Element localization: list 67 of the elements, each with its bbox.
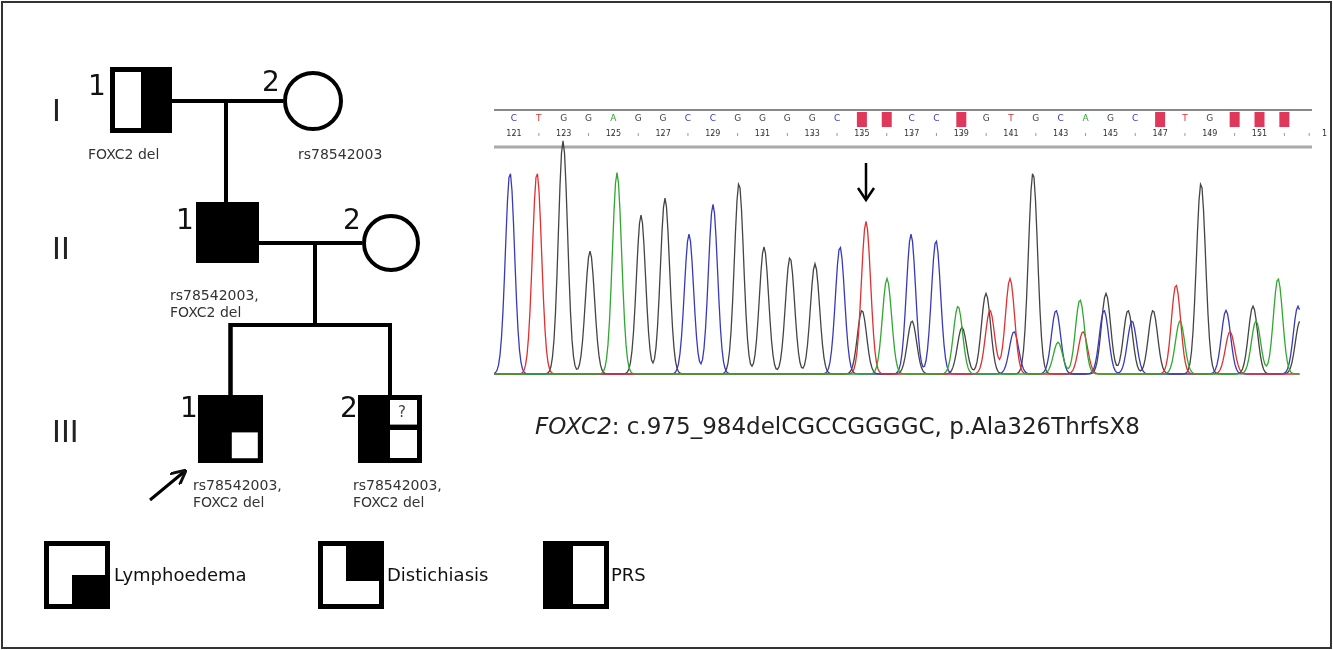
base-call: G: [585, 113, 593, 124]
base-call: C: [1057, 113, 1064, 124]
position-number: 139: [953, 129, 969, 139]
base-call: C: [1132, 113, 1139, 124]
base-call: G: [560, 113, 568, 124]
base-call: G: [982, 113, 990, 124]
position-number: 151: [1251, 129, 1268, 139]
position-number: 121: [506, 129, 522, 139]
individual-number: 2: [262, 66, 280, 98]
base-call: C: [933, 113, 940, 124]
base-call: C: [684, 113, 692, 124]
position-number: 123: [556, 129, 572, 139]
position-number: 141: [1003, 129, 1019, 139]
base-call: C: [908, 113, 915, 124]
position-number: 145: [1102, 129, 1119, 139]
base-call: G: [783, 113, 791, 124]
male-square: [358, 395, 422, 463]
position-number: 147: [1152, 129, 1168, 139]
base-call: C: [510, 113, 518, 124]
base-call: G: [1032, 113, 1040, 124]
base-call: G: [634, 113, 642, 124]
individual-number: 1: [180, 392, 198, 424]
question-mark: ?: [398, 403, 406, 421]
genotype-note: rs78542003, FOXC2 del: [353, 477, 443, 511]
legend-label: PRS: [611, 564, 646, 585]
generation-label: II: [52, 231, 70, 265]
base-call: G: [1106, 113, 1114, 124]
base-call: G: [734, 113, 742, 124]
generation-label: III: [52, 414, 79, 448]
position-number: 149: [1202, 129, 1218, 139]
base-call: C: [709, 113, 716, 124]
mutation-caption: FOXC2: c.975_984delCGCCGGGGC, p.Ala326ThrfsX8: [535, 414, 1140, 439]
base-call: T: [1008, 113, 1014, 124]
position-number: 131: [754, 129, 771, 139]
position-number: 129: [705, 129, 721, 139]
base-call: T: [536, 113, 542, 124]
base-call: T: [1182, 113, 1188, 124]
female-circle: [283, 71, 343, 131]
pedigree-line: [313, 241, 392, 395]
position-number: 133: [804, 129, 820, 139]
female-circle: [362, 214, 420, 272]
position-number: 127: [655, 129, 671, 139]
base-call: G: [759, 113, 766, 124]
legend-label: Lymphoedema: [114, 564, 247, 585]
individual-number: 1: [88, 70, 106, 102]
base-call: A: [1082, 113, 1089, 124]
generation-label: I: [52, 93, 61, 127]
pedigree-line: [224, 99, 283, 202]
genotype-note: FOXC2 del: [88, 146, 161, 163]
individual-number: 2: [343, 204, 361, 236]
legend-label: Distichiasis: [387, 564, 489, 585]
base-call: G: [808, 113, 816, 124]
base-call: C: [833, 113, 841, 124]
position-number: 125: [605, 129, 622, 139]
base-call: A: [610, 113, 617, 124]
position-number: 143: [1053, 129, 1069, 139]
position-number: 135: [854, 129, 870, 139]
genotype-note: rs78542003, FOXC2 del: [193, 477, 283, 511]
genotype-note: rs78542003, FOXC2 del: [170, 287, 260, 321]
individual-number: 2: [340, 392, 358, 424]
base-call: G: [1206, 113, 1214, 124]
position-number: 137: [903, 129, 920, 139]
position-number: 1: [1321, 129, 1327, 139]
individual-number: 1: [176, 204, 194, 236]
genotype-note: rs78542003: [298, 146, 384, 163]
proband-arrow: [149, 468, 188, 502]
base-call: G: [659, 113, 667, 124]
